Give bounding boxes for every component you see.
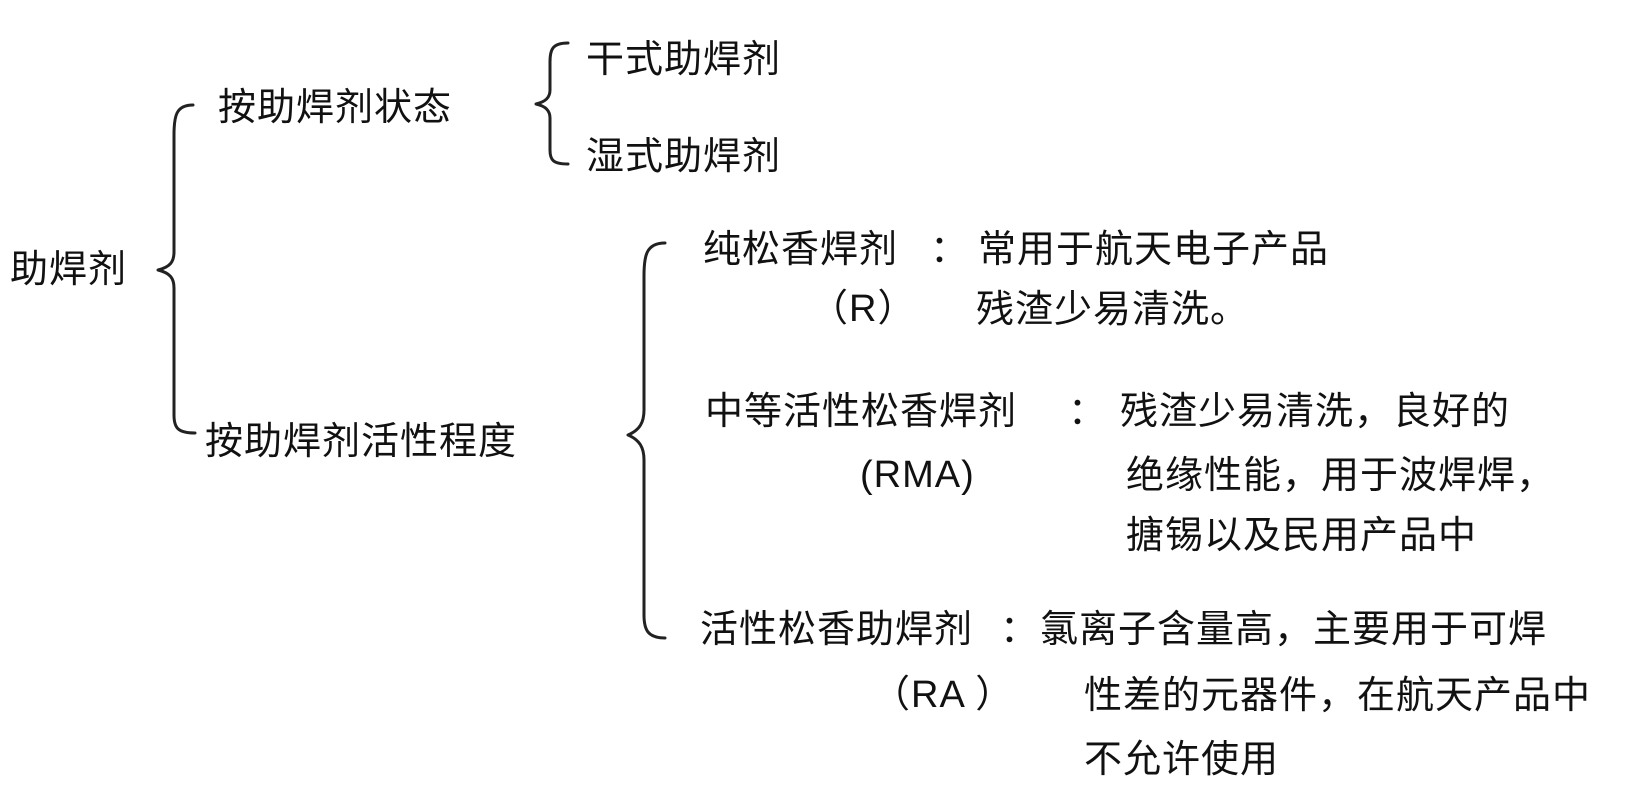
activity-brace — [626, 241, 667, 640]
branch-state-label: 按助焊剂状态 — [218, 85, 453, 129]
type-desc-rma-line2: 绝缘性能，用于波焊焊， — [1126, 453, 1556, 497]
state-item-wet: 湿式助焊剂 — [586, 134, 782, 178]
type-name-ra: 活性松香助焊剂 — [700, 607, 974, 651]
type-code-r: （R） — [810, 288, 917, 330]
type-desc-r-line1: 常用于航天电子产品 — [978, 227, 1330, 271]
type-desc-rma-line3: 搪锡以及民用产品中 — [1126, 513, 1478, 557]
type-code-ra: （RA ） — [872, 674, 1015, 716]
root-brace — [156, 103, 197, 435]
state-item-dry: 干式助焊剂 — [586, 37, 782, 81]
type-desc-ra-line3: 不允许使用 — [1084, 737, 1280, 781]
type-desc-ra-line1: 氯离子含量高，主要用于可焊 — [1040, 607, 1548, 651]
type-desc-rma-line1: 残渣少易清洗，良好的 — [1120, 389, 1511, 433]
type-code-rma: (RMA) — [860, 454, 975, 496]
type-colon-r: ： — [930, 227, 970, 271]
type-desc-ra-line2: 性差的元器件，在航天产品中 — [1084, 673, 1592, 717]
type-colon-ra: ： — [1000, 607, 1040, 651]
state-brace — [534, 41, 570, 166]
type-colon-rma: ： — [1068, 389, 1108, 433]
type-name-r: 纯松香焊剂 — [703, 227, 899, 271]
type-name-rma: 中等活性松香焊剂 — [705, 389, 1018, 433]
type-desc-r-line2: 残渣少易清洗。 — [976, 287, 1250, 331]
root-label: 助焊剂 — [10, 247, 128, 291]
branch-activity-label: 按助焊剂活性程度 — [205, 419, 518, 463]
